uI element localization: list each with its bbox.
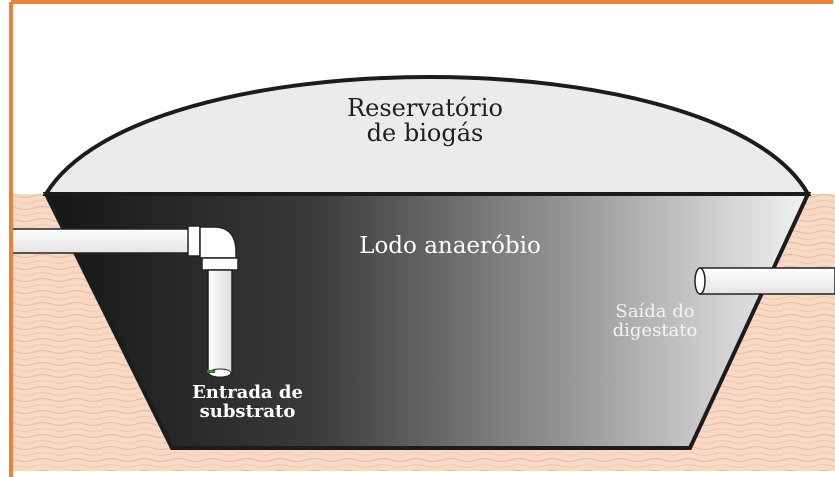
inlet-label: Entrada de substrato (180, 382, 315, 422)
sludge-label-text: Lodo anaeróbio (359, 233, 541, 259)
inlet-pipe-lower-collar (201, 257, 239, 271)
inlet-pipe-vertical (207, 269, 233, 375)
inlet-pipe-collar (187, 225, 201, 257)
gas-reservoir-label: Reservatório de biogás (320, 94, 530, 148)
orange-frame (9, 0, 833, 477)
outlet-label-line-2: digestato (612, 319, 698, 341)
outlet-label: Saída do digestato (590, 301, 720, 341)
outlet-pipe-opening (694, 267, 706, 295)
inlet-pipe-mark (207, 370, 215, 373)
outlet-label-line-1: Saída do (615, 301, 695, 322)
outlet-pipe (699, 267, 835, 295)
inlet-label-line-1: Entrada de (192, 382, 303, 403)
inlet-pipe-horizontal (9, 228, 193, 254)
gas-reservoir-dome (42, 75, 812, 196)
gas-reservoir-label-line-2: de biogás (366, 119, 484, 148)
inlet-label-line-2: substrato (199, 400, 296, 422)
sludge-label: Lodo anaeróbio (320, 234, 580, 258)
gas-reservoir-label-line-1: Reservatório (347, 94, 503, 122)
inlet-pipe-elbow (199, 226, 237, 259)
